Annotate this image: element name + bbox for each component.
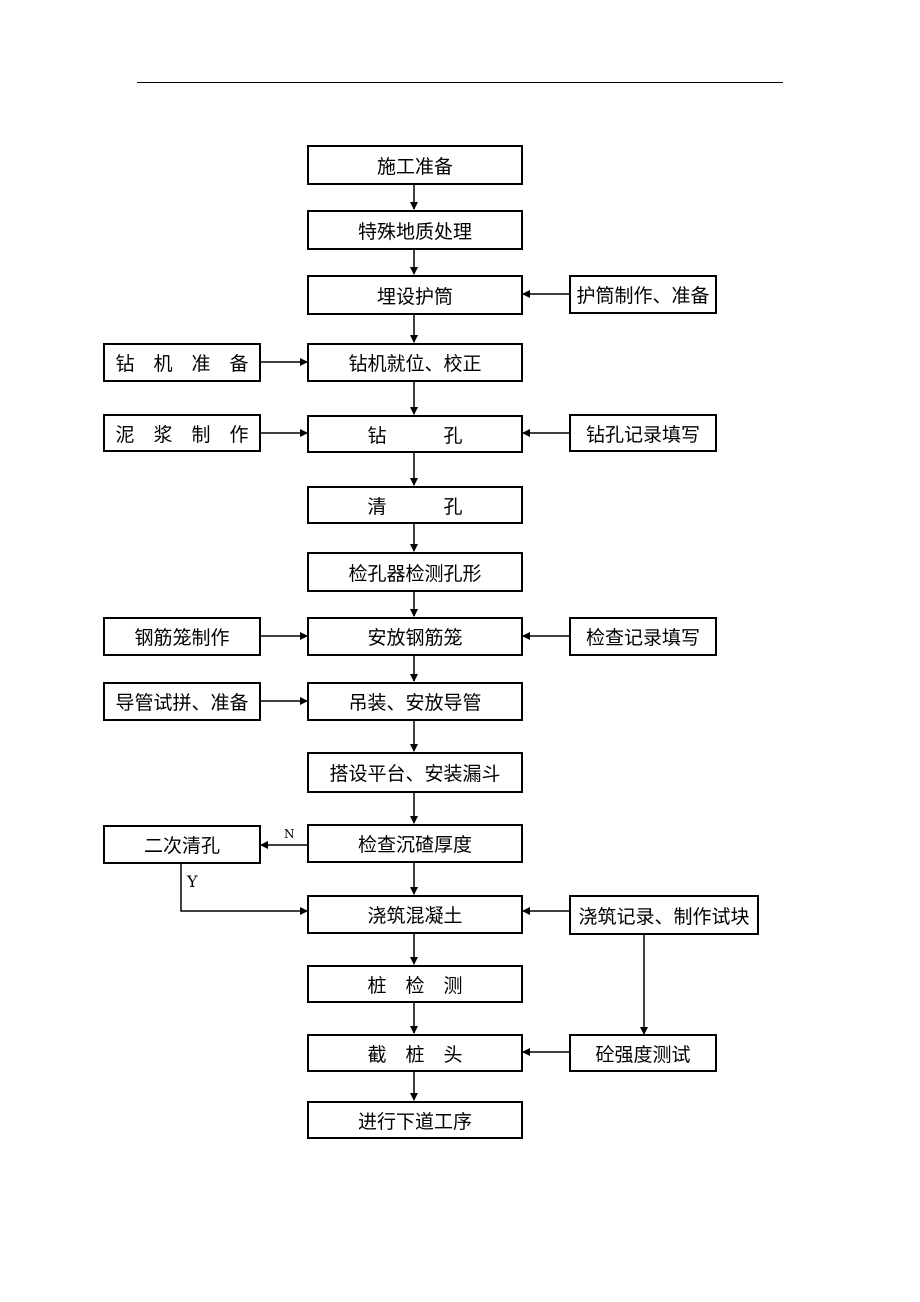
branch-label-no: N	[284, 827, 295, 841]
side-cage-make: 钢筋笼制作	[103, 617, 261, 656]
side-pipe-prep: 导管试拼、准备	[103, 682, 261, 721]
side-pour-record: 浇筑记录、制作试块	[569, 895, 759, 935]
step-pipe-install: 吊装、安放导管	[307, 682, 523, 721]
step-pour-concrete: 浇筑混凝土	[307, 895, 523, 934]
step-next-process: 进行下道工序	[307, 1101, 523, 1139]
branch-label-yes: Y	[187, 872, 198, 891]
header-rule	[137, 82, 783, 83]
step-sediment-check: 检查沉碴厚度	[307, 824, 523, 863]
step-hole-cleaning: 清 孔	[307, 486, 523, 524]
step-platform: 搭设平台、安装漏斗	[307, 752, 523, 793]
step-cage-install: 安放钢筋笼	[307, 617, 523, 656]
step-bury-casing: 埋设护筒	[307, 275, 523, 315]
side-drill-record: 钻孔记录填写	[569, 414, 717, 452]
arrow-secondclean-to-pour	[180, 864, 308, 915]
side-casing-make: 护筒制作、准备	[569, 275, 717, 314]
step-special-geology: 特殊地质处理	[307, 210, 523, 250]
step-construction-prep: 施工准备	[307, 145, 523, 185]
side-rig-prep: 钻 机 准 备	[103, 343, 261, 382]
side-check-record: 检查记录填写	[569, 617, 717, 656]
side-strength-test: 砼强度测试	[569, 1034, 717, 1072]
step-pile-cut: 截 桩 头	[307, 1034, 523, 1072]
side-mud-prep: 泥 浆 制 作	[103, 414, 261, 452]
step-pile-test: 桩 检 测	[307, 965, 523, 1003]
side-second-clean: 二次清孔	[103, 825, 261, 864]
step-drilling: 钻 孔	[307, 415, 523, 453]
step-rig-position: 钻机就位、校正	[307, 343, 523, 382]
step-hole-check: 检孔器检测孔形	[307, 552, 523, 592]
